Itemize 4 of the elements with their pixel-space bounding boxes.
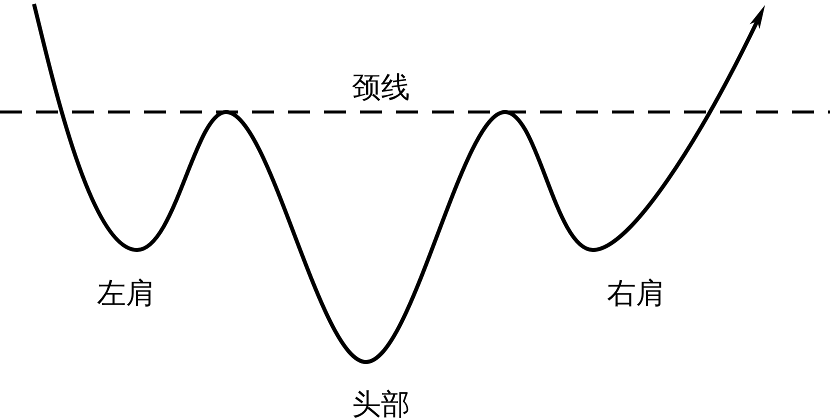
left-shoulder-label: 左肩 xyxy=(97,279,155,308)
right-shoulder-label: 右肩 xyxy=(607,279,665,308)
head-label: 头部 xyxy=(352,390,410,419)
neckline-label: 颈线 xyxy=(352,73,410,102)
